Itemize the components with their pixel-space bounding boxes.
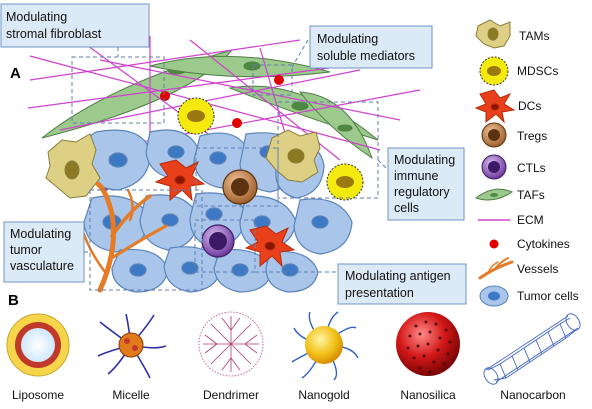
- nanogold-icon: [291, 311, 359, 381]
- callout-stromal-line1: Modulating: [6, 10, 67, 24]
- callout-vasc-line3: vasculature: [10, 259, 74, 273]
- callout-vasc-line2: tumor: [10, 243, 42, 257]
- callout-vasc-line1: Modulating: [10, 227, 71, 241]
- legend-label-vessels: Vessels: [517, 262, 558, 276]
- callout-antigen-line2: presentation: [345, 286, 414, 300]
- callout-antigen-line1: Modulating antigen: [345, 269, 451, 283]
- callout-immune-line1: Modulating: [394, 153, 455, 167]
- treg-icon: [481, 122, 507, 148]
- mdsc-cells: [177, 97, 364, 201]
- legend-label-ctls: CTLs: [517, 161, 546, 175]
- dc-icon: [474, 89, 516, 124]
- callout-stromal-line2: stromal fibroblast: [6, 27, 102, 41]
- legend-label-tregs: Tregs: [517, 129, 547, 143]
- ctl-icon: [481, 154, 507, 180]
- caption-nanogold: Nanogold: [298, 388, 349, 402]
- caption-nanocarbon: Nanocarbon: [500, 388, 565, 402]
- vessel-icon: [478, 257, 514, 280]
- legend-label-mdscs: MDSCs: [517, 64, 558, 78]
- callout-soluble-mediators: Modulating soluble mediators: [309, 25, 433, 69]
- callout-soluble-line2: soluble mediators: [317, 49, 415, 63]
- tumor-microenvironment-scene: Modulating stromal fibroblast Modulating…: [0, 3, 467, 305]
- callout-immune-regulatory: Modulating immune regulatory cells: [387, 147, 465, 221]
- callout-antigen-presentation: Modulating antigen presentation: [337, 263, 467, 305]
- panel-b-label: B: [8, 292, 19, 309]
- callout-immune-line2: immune: [394, 169, 439, 183]
- tam-cells: [45, 129, 321, 199]
- panel-a-label: A: [10, 65, 21, 82]
- cytokine-icon: [489, 239, 499, 249]
- legend-label-cytokines: Cytokines: [517, 237, 570, 251]
- legend-label-tams: TAMs: [519, 29, 549, 43]
- callout-soluble-line1: Modulating: [317, 32, 378, 46]
- taf-icon: [474, 188, 514, 201]
- caption-nanosilica: Nanosilica: [400, 388, 456, 402]
- vessel-network: [82, 181, 168, 293]
- nanocarbon-icon: [483, 313, 581, 385]
- callout-immune-line4: cells: [394, 201, 419, 215]
- mdsc-icon: [479, 56, 509, 86]
- callout-stromal-fibroblast: Modulating stromal fibroblast: [0, 3, 150, 48]
- legend-label-dcs: DCs: [518, 99, 541, 113]
- tumor-cell-icon: [479, 285, 509, 307]
- nanoparticle-row: Liposome Micelle Dendrimer Nanogold Nano…: [6, 311, 581, 402]
- caption-micelle: Micelle: [112, 388, 150, 402]
- tam-icon: [475, 19, 511, 49]
- legend-label-tumor-cells: Tumor cells: [517, 289, 579, 303]
- dendrimer-icon: [198, 311, 264, 377]
- caption-dendrimer: Dendrimer: [203, 388, 259, 402]
- legend: TAMs MDSCs DCs Tregs CTLs TAFs EC: [474, 19, 579, 307]
- treg-cell: [222, 169, 258, 205]
- callout-immune-line3: regulatory: [394, 185, 450, 199]
- legend-label-tafs: TAFs: [517, 188, 545, 202]
- micelle-icon: [97, 313, 167, 379]
- liposome-icon: [6, 313, 70, 377]
- ctl-cell: [201, 224, 235, 258]
- callout-tumor-vasculature: Modulating tumor vasculature: [3, 221, 85, 283]
- legend-label-ecm: ECM: [517, 213, 544, 227]
- dc-cells: [154, 159, 296, 268]
- caption-liposome: Liposome: [12, 388, 64, 402]
- nanosilica-icon: [396, 312, 460, 376]
